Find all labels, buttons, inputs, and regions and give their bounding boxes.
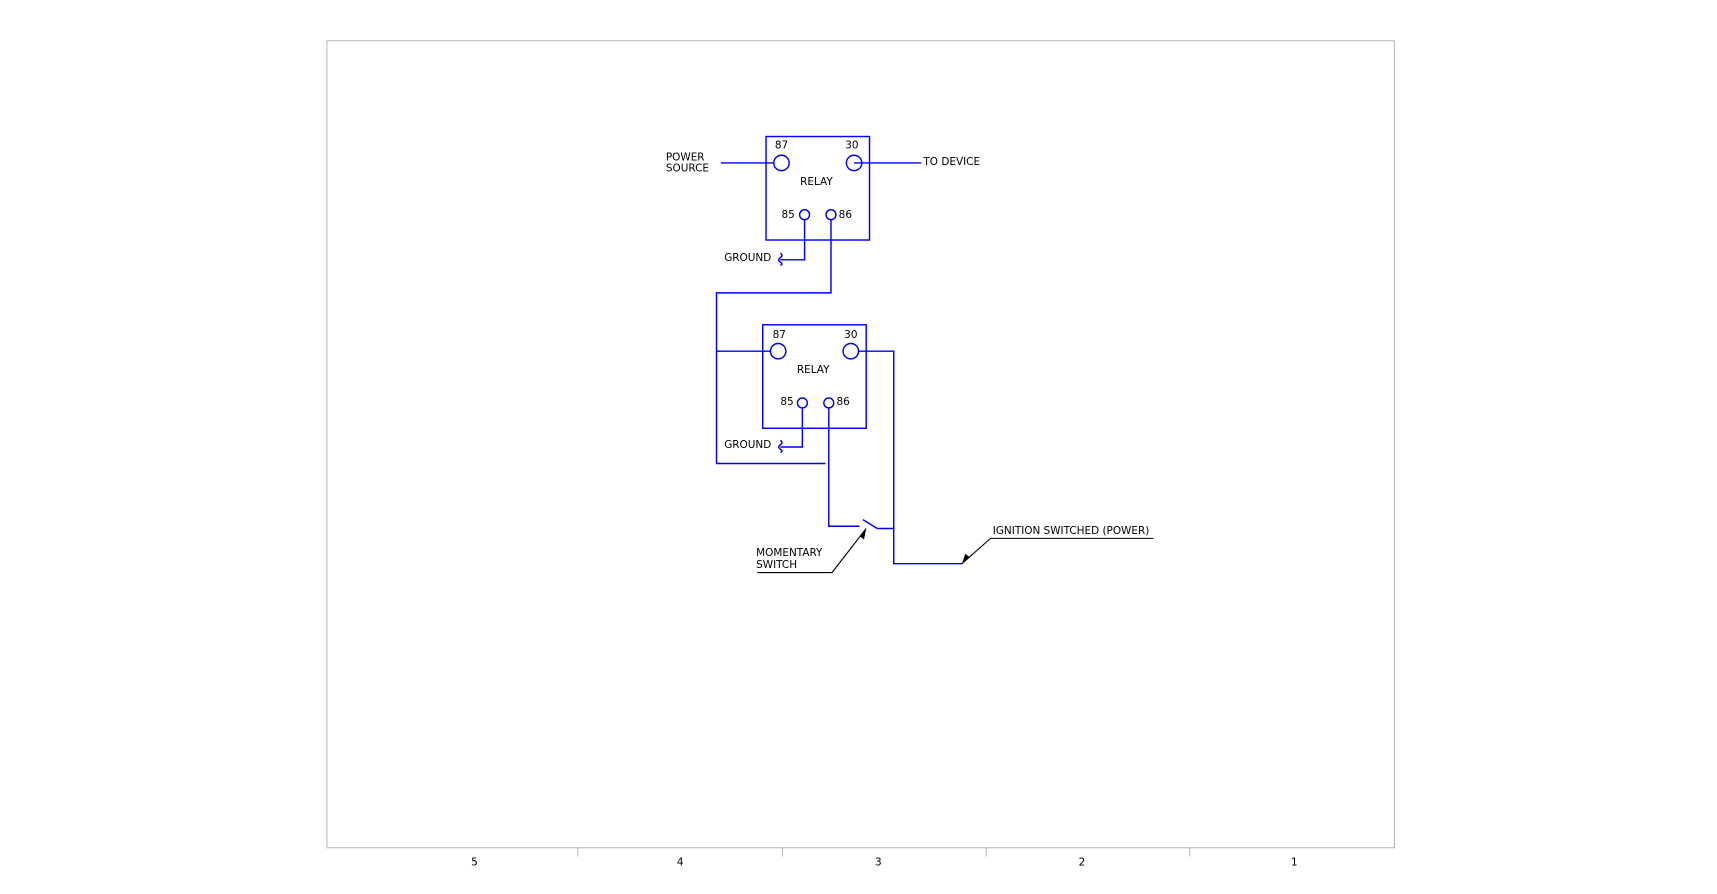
momentary-switch-label: MOMENTARY [756,547,823,559]
pin-30-label: 30 [845,140,858,152]
relay-label: RELAY [800,176,833,188]
relay-label: RELAY [797,364,830,376]
pin-86-label: 86 [836,396,849,408]
zone-label: 4 [677,856,684,868]
to-device-label: TO DEVICE [922,156,980,168]
relay-2[interactable]: 87 30 RELAY 85 86 [762,324,867,429]
zone-label: 1 [1291,856,1298,868]
power-source-label: SOURCE [666,163,709,175]
ignition-label: IGNITION SWITCHED (POWER) [993,525,1150,537]
ground-label: GROUND [724,439,771,451]
pin-87-terminal[interactable] [773,154,790,172]
ground-label: GROUND [724,252,771,264]
arrow-icon [961,553,970,564]
pin-87-label: 87 [775,140,788,152]
relay-1[interactable]: 87 30 RELAY 85 86 [765,135,871,241]
pin-86-terminal[interactable] [825,209,837,221]
pin-86-terminal[interactable] [823,397,835,409]
zone-label: 2 [1079,856,1086,868]
pin-85-label: 85 [780,396,793,408]
pin-30-label: 30 [844,329,857,341]
zone-label: 5 [471,856,478,868]
ground-icon [778,439,783,454]
pin-30-terminal[interactable] [842,342,860,360]
pin-86-label: 86 [839,209,852,221]
arrow-icon [859,528,867,540]
pin-87-terminal[interactable] [769,342,787,360]
momentary-switch-label: SWITCH [756,559,797,571]
pin-85-terminal[interactable] [796,397,809,409]
pin-85-label: 85 [781,209,794,221]
drawing-frame: 5 4 3 2 1 [326,40,1396,868]
ground-icon [778,252,783,267]
momentary-switch[interactable] [862,519,878,530]
pin-87-label: 87 [773,329,786,341]
zone-label: 3 [875,856,882,868]
pin-85-terminal[interactable] [798,209,811,221]
power-source-label: POWER [666,152,705,164]
